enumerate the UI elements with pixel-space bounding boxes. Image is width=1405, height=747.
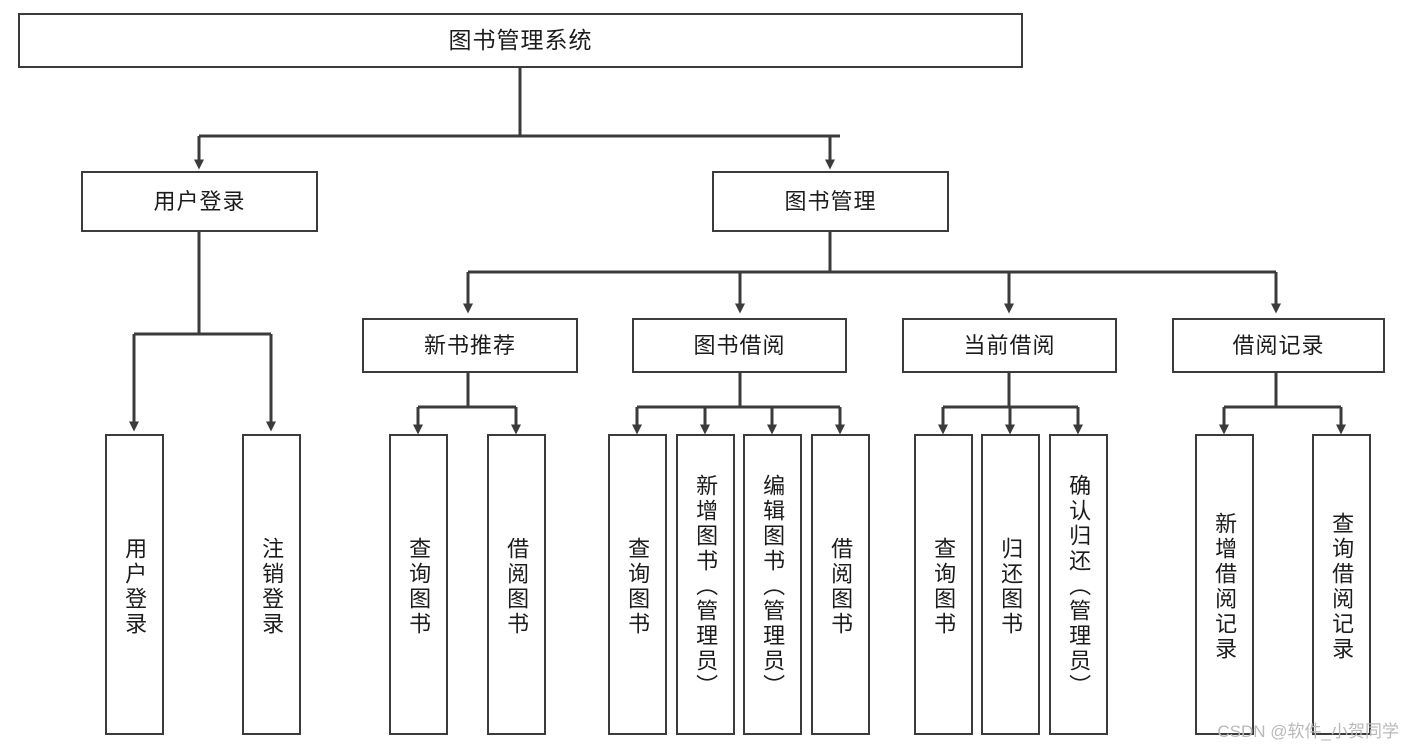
leaf-records-add-record[interactable]: 新增借阅记录 <box>1195 434 1254 735</box>
watermark-text: CSDN @软件_小贺同学 <box>1217 722 1399 741</box>
leaf-borrow-query-book-label: 查询图书 <box>625 536 651 637</box>
node-book-management[interactable]: 图书管理 <box>712 171 949 232</box>
leaf-records-query-record[interactable]: 查询借阅记录 <box>1312 434 1371 735</box>
leaf-new-book-query-label: 查询图书 <box>406 536 432 637</box>
leaf-new-book-query[interactable]: 查询图书 <box>389 434 448 735</box>
node-current-borrow[interactable]: 当前借阅 <box>902 318 1117 373</box>
node-borrow-records[interactable]: 借阅记录 <box>1172 318 1385 373</box>
leaf-borrow-edit-book-admin-label: 编辑图书（管理员） <box>760 474 786 699</box>
node-book-management-label: 图书管理 <box>784 188 877 214</box>
leaf-new-book-borrow[interactable]: 借阅图书 <box>487 434 546 735</box>
leaf-current-query-book-label: 查询图书 <box>931 536 957 637</box>
node-new-book-recommend[interactable]: 新书推荐 <box>362 318 578 373</box>
node-book-borrow[interactable]: 图书借阅 <box>632 318 847 373</box>
leaf-current-query-book[interactable]: 查询图书 <box>914 434 973 735</box>
node-root[interactable]: 图书管理系统 <box>18 13 1023 68</box>
node-book-borrow-label: 图书借阅 <box>693 332 786 358</box>
node-user-login[interactable]: 用户登录 <box>81 171 318 232</box>
leaf-borrow-edit-book-admin[interactable]: 编辑图书（管理员） <box>743 434 802 735</box>
leaf-borrow-add-book-admin-label: 新增图书（管理员） <box>693 474 719 699</box>
leaf-records-add-record-label: 新增借阅记录 <box>1212 511 1238 662</box>
leaf-records-query-record-label: 查询借阅记录 <box>1329 511 1355 662</box>
leaf-borrow-query-book[interactable]: 查询图书 <box>608 434 667 735</box>
leaf-borrow-borrow-book[interactable]: 借阅图书 <box>811 434 870 735</box>
leaf-user-login-signout-label: 注销登录 <box>259 536 285 637</box>
leaf-current-confirm-return-admin[interactable]: 确认归还（管理员） <box>1049 434 1108 735</box>
leaf-current-return-book-label: 归还图书 <box>998 536 1024 637</box>
leaf-current-return-book[interactable]: 归还图书 <box>981 434 1040 735</box>
leaf-borrow-add-book-admin[interactable]: 新增图书（管理员） <box>676 434 735 735</box>
node-user-login-label: 用户登录 <box>153 188 246 214</box>
leaf-user-login-signout[interactable]: 注销登录 <box>242 434 301 735</box>
leaf-current-confirm-return-admin-label: 确认归还（管理员） <box>1066 474 1092 699</box>
leaf-user-login-signin-label: 用户登录 <box>122 536 148 637</box>
leaf-new-book-borrow-label: 借阅图书 <box>504 536 530 637</box>
leaf-user-login-signin[interactable]: 用户登录 <box>105 434 164 735</box>
leaf-borrow-borrow-book-label: 借阅图书 <box>828 536 854 637</box>
node-current-borrow-label: 当前借阅 <box>963 332 1056 358</box>
node-new-book-recommend-label: 新书推荐 <box>423 332 516 358</box>
node-root-label: 图书管理系统 <box>448 27 593 54</box>
node-borrow-records-label: 借阅记录 <box>1232 332 1325 358</box>
